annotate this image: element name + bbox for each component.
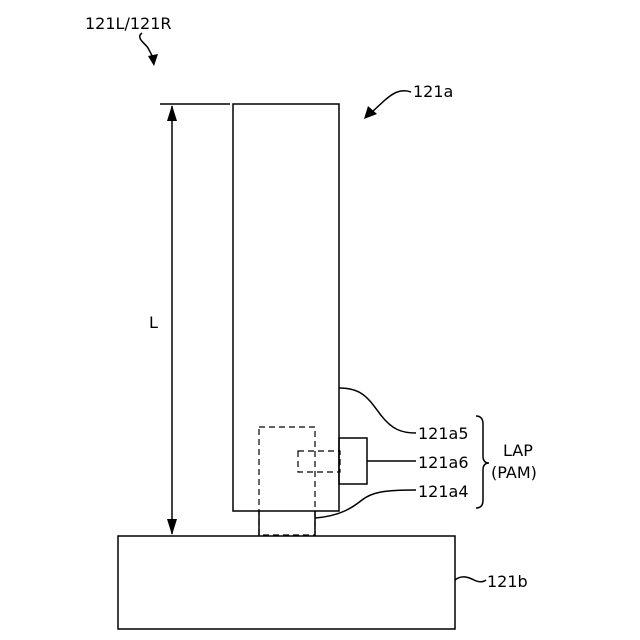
dimension-arrow-top bbox=[167, 105, 177, 121]
upper-part-leader bbox=[372, 91, 411, 112]
part-a4-mask bbox=[260, 512, 314, 534]
upper-part-label: 121a bbox=[413, 82, 453, 101]
upper-part-arrowhead bbox=[364, 106, 377, 119]
length-label: L bbox=[149, 313, 158, 332]
part-a4-label: 121a4 bbox=[418, 482, 469, 501]
base-leader bbox=[455, 577, 486, 582]
base-label: 121b bbox=[487, 572, 528, 591]
part-a5-leader bbox=[339, 388, 416, 433]
assembly-arrowhead bbox=[148, 54, 158, 66]
part-a6-dashed-box bbox=[298, 451, 340, 472]
upper-part-body bbox=[233, 104, 339, 511]
group-brace bbox=[476, 416, 489, 508]
part-a5-label: 121a5 bbox=[418, 424, 469, 443]
assembly-label: 121L/121R bbox=[85, 14, 172, 33]
group-name-label: LAP bbox=[503, 441, 533, 460]
base-body bbox=[118, 536, 455, 629]
group-alt-label: (PAM) bbox=[491, 463, 537, 482]
part-a5-box bbox=[339, 438, 367, 484]
dimension-arrow-bottom bbox=[167, 519, 177, 535]
part-a6-label: 121a6 bbox=[418, 453, 469, 472]
part-a4-leader bbox=[315, 490, 416, 518]
